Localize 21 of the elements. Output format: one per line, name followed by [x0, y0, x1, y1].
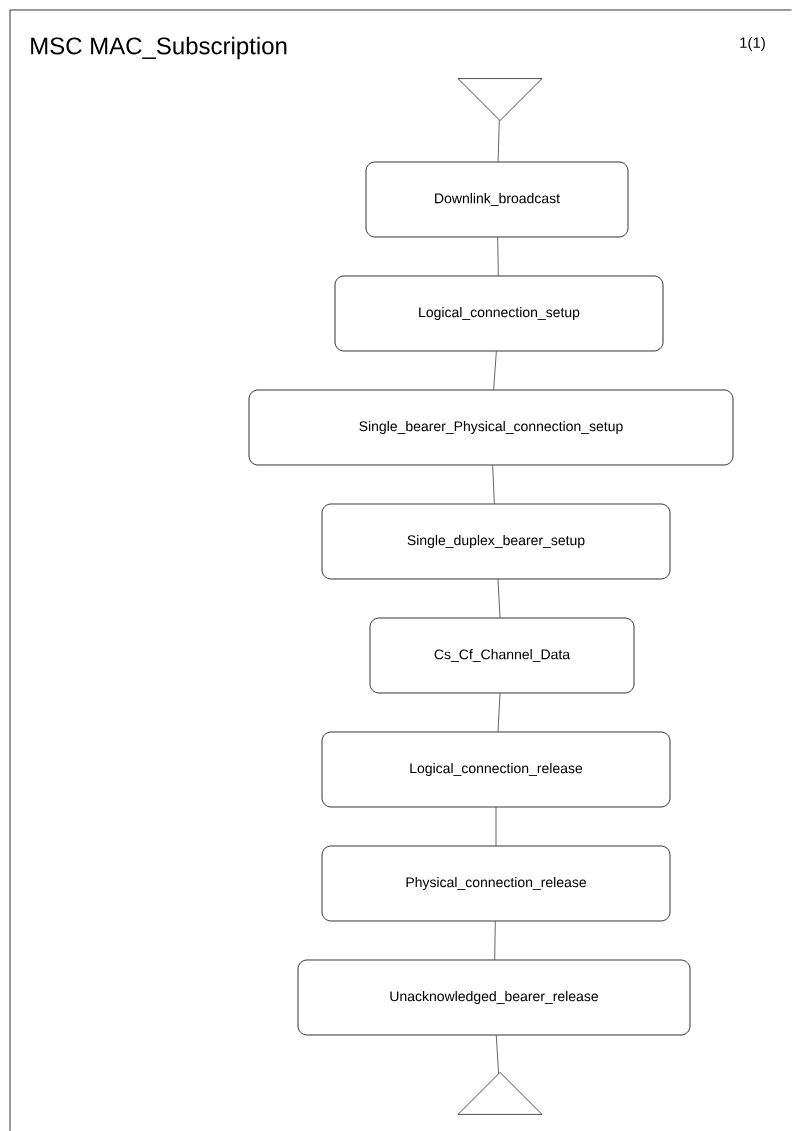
connector-line — [492, 465, 495, 504]
connector-line — [495, 807, 497, 846]
process-box: Cs_Cf_Channel_Data — [369, 617, 635, 694]
process-box: Logical_connection_setup — [334, 275, 664, 352]
start-triangle — [457, 78, 543, 121]
connector-line — [497, 237, 499, 276]
connector-line — [496, 1035, 499, 1074]
process-box: Physical_connection_release — [321, 845, 671, 922]
connector-line — [497, 579, 501, 618]
process-box: Logical_connection_release — [321, 731, 671, 808]
connector-line — [493, 351, 497, 390]
process-box: Unacknowledged_bearer_release — [297, 959, 691, 1036]
title: MSC MAC_Subscription — [31, 36, 287, 60]
process-box: Single_bearer_Physical_connection_setup — [248, 389, 734, 466]
connector-line — [497, 693, 501, 732]
connector-line — [494, 921, 496, 960]
page-number: 1(1) — [740, 37, 765, 51]
connector-line — [497, 120, 500, 162]
end-triangle — [457, 1072, 543, 1115]
process-box: Downlink_broadcast — [365, 161, 629, 238]
process-box: Single_duplex_bearer_setup — [321, 503, 671, 580]
